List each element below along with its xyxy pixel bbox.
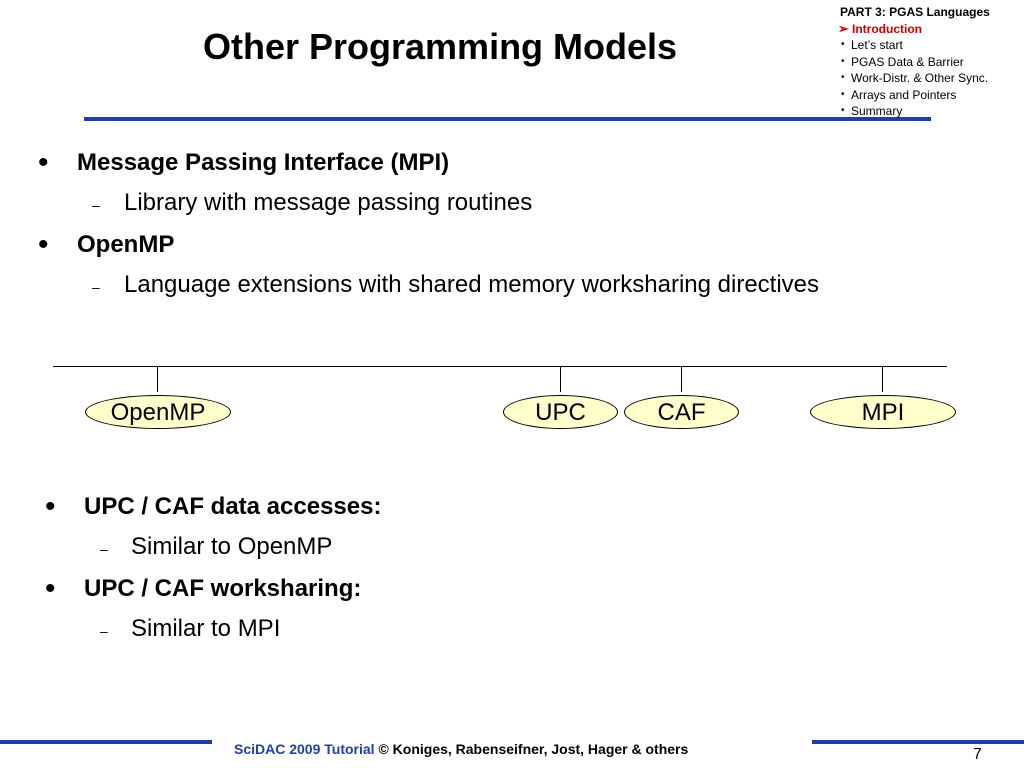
bullet-icon: •	[841, 105, 845, 116]
node-mpi: MPI	[810, 395, 956, 429]
footer-authors: © Koniges, Rabenseifner, Jost, Hager & o…	[374, 741, 689, 757]
sub-bullet-work: Similar to MPI	[131, 615, 281, 642]
bullet-icon: •	[45, 572, 56, 605]
bullet-openmp: OpenMP	[77, 231, 175, 258]
outline-header: PART 3: PGAS Languages	[840, 5, 990, 19]
outline-item: • Arrays and Pointers	[838, 87, 1022, 104]
outline-item-label: Arrays and Pointers	[851, 87, 957, 102]
outline-item-label: PGAS Data & Barrier	[851, 54, 964, 69]
bullet-icon: •	[45, 490, 56, 523]
page-number: 7	[973, 746, 982, 763]
arrow-bullet-icon: ➢	[838, 20, 849, 36]
node-openmp: OpenMP	[85, 395, 231, 429]
slide-title: Other Programming Models	[203, 26, 678, 67]
outline-item-label: Summary	[851, 104, 903, 118]
outline-current-item: ➢ Introduction	[838, 21, 1022, 38]
bullet-icon: •	[841, 55, 845, 67]
bullet-mpi: Message Passing Interface (MPI)	[77, 149, 450, 176]
diagram-baseline	[53, 366, 947, 367]
dash-icon: –	[100, 623, 108, 639]
node-caf: CAF	[624, 395, 739, 429]
bullet-icon: •	[38, 228, 49, 261]
sub-bullet-data: Similar to OpenMP	[131, 533, 333, 560]
connector-line	[157, 367, 158, 392]
connector-line	[681, 367, 682, 392]
connector-line	[882, 367, 883, 392]
bullet-icon: •	[841, 72, 845, 83]
dash-icon: –	[92, 279, 100, 295]
bullet-upc-caf-work: UPC / CAF worksharing:	[84, 575, 362, 602]
node-upc: UPC	[503, 395, 618, 429]
footer-accent: SciDAC 2009 Tutorial	[234, 741, 375, 757]
sub-bullet-openmp: Language extensions with shared memory w…	[124, 271, 820, 298]
outline-current-label: Introduction	[852, 21, 922, 36]
outline-item: • Summary	[838, 103, 1022, 120]
dash-icon: –	[92, 197, 100, 213]
footer-credit: SciDAC 2009 Tutorial © Koniges, Rabensei…	[234, 741, 688, 757]
outline-item-label: Let’s start	[851, 38, 903, 52]
connector-line	[560, 367, 561, 392]
footer-rule-left	[0, 740, 212, 744]
bullet-icon: •	[38, 146, 49, 179]
bullet-upc-caf-data: UPC / CAF data accesses:	[84, 493, 382, 520]
bullet-icon: •	[841, 88, 845, 100]
dash-icon: –	[100, 541, 108, 557]
title-divider	[84, 117, 931, 121]
section-outline: PART 3: PGAS Languages ➢ Introduction • L…	[838, 4, 1022, 120]
outline-item: • Let’s start	[838, 37, 1022, 54]
outline-item: • Work-Distr. & Other Sync.	[838, 70, 1022, 87]
sub-bullet-mpi: Library with message passing routines	[124, 189, 533, 216]
outline-item-label: Work-Distr. & Other Sync.	[851, 71, 989, 85]
bullet-icon: •	[841, 39, 845, 50]
footer-rule-right	[812, 740, 1024, 744]
outline-item: • PGAS Data & Barrier	[838, 54, 1022, 71]
